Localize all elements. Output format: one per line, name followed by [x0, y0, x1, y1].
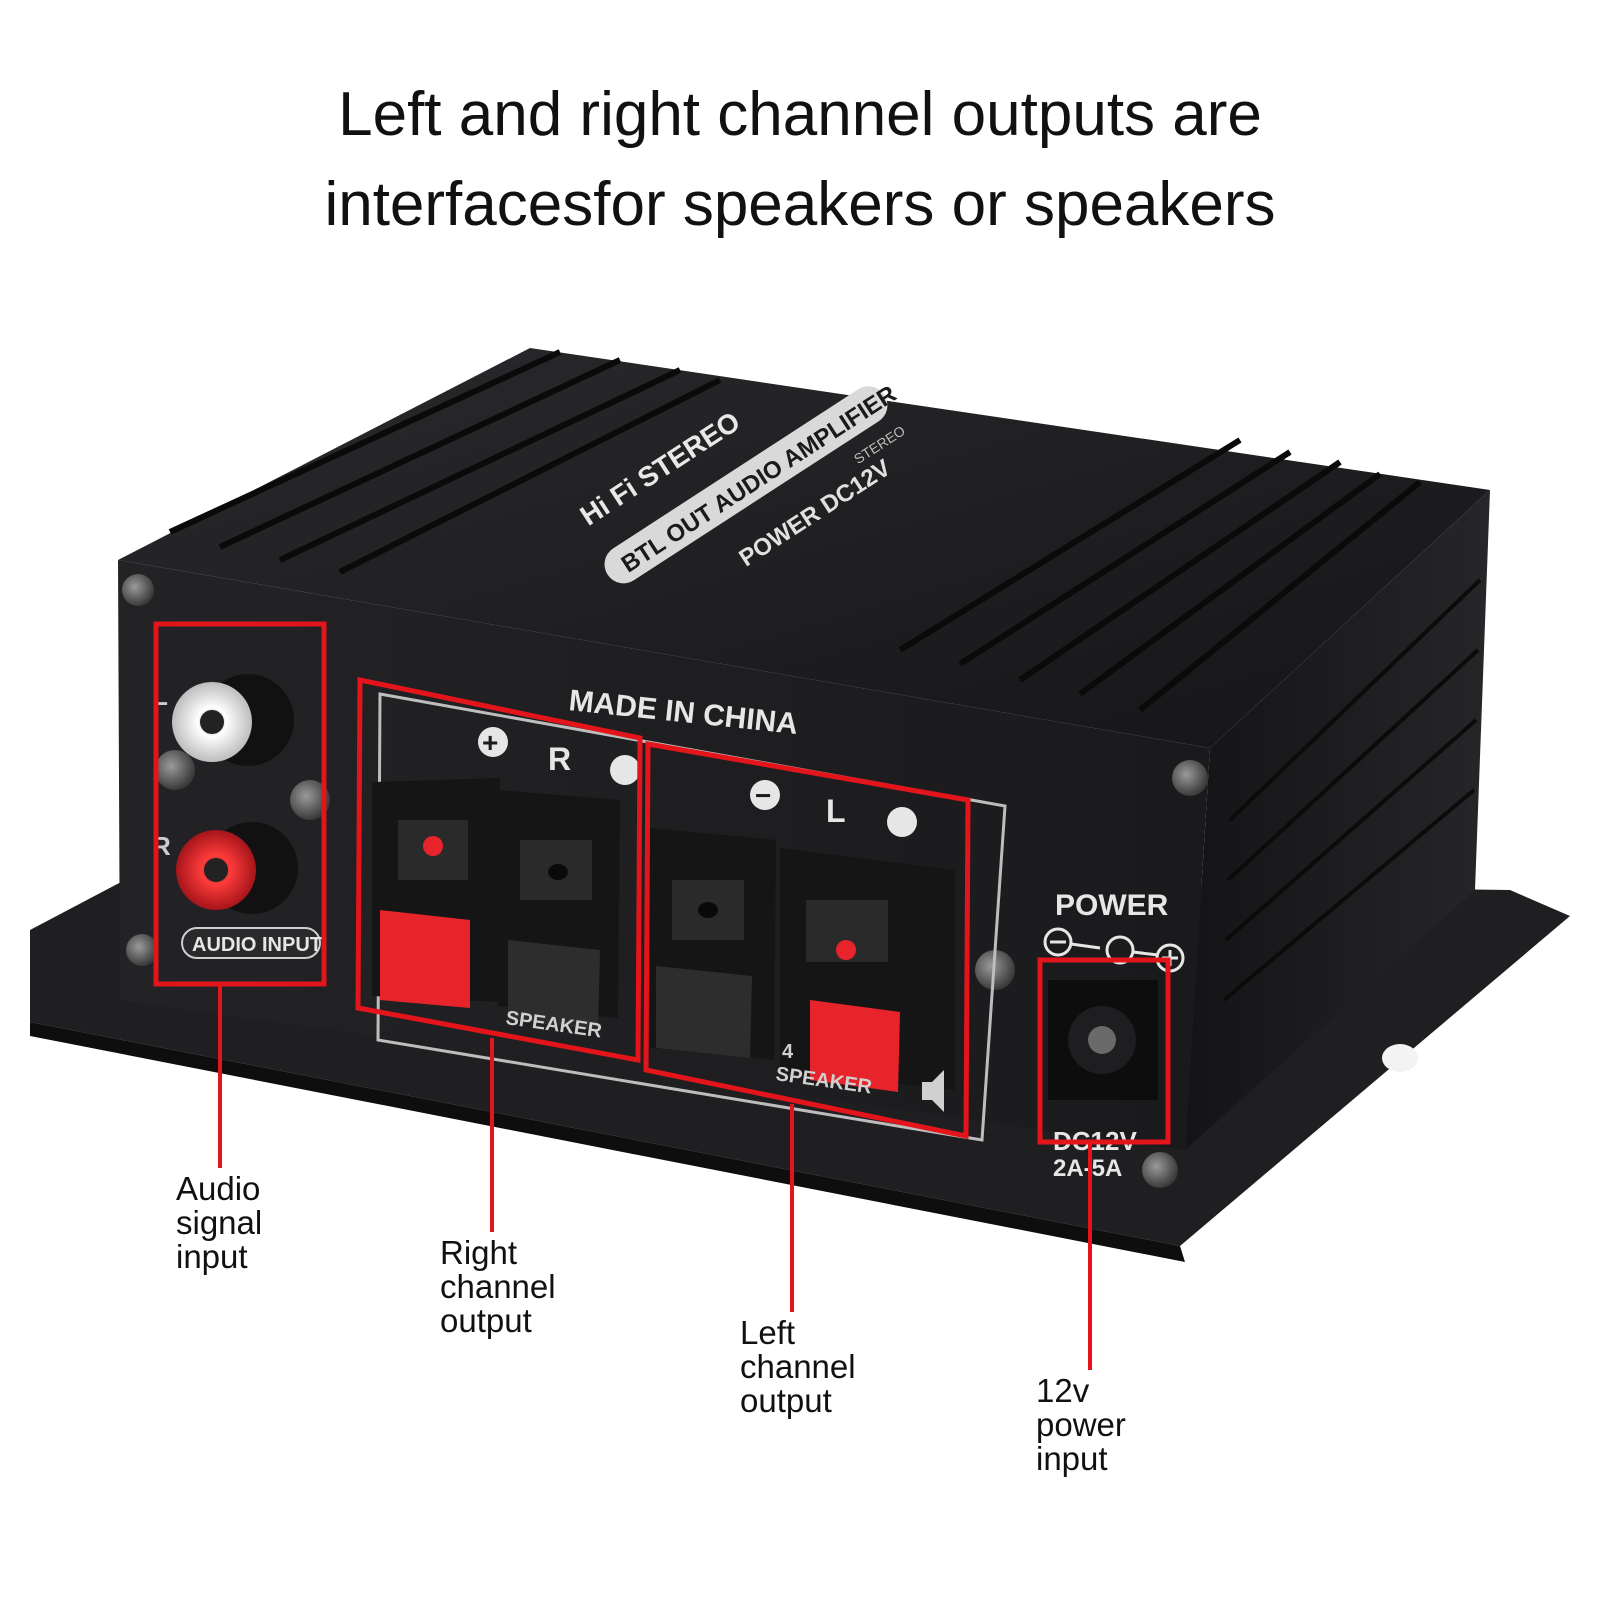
left-channel-letter: L [826, 793, 846, 829]
highlight-box-audio-input [153, 621, 327, 987]
rca-jack-white [172, 674, 294, 766]
callout-audio-input-line-3: input [176, 1238, 248, 1275]
screw-icon [122, 574, 1208, 1188]
callout-power-input: 12v power input [1036, 1374, 1126, 1476]
callout-left-output: Left channel output [740, 1316, 856, 1418]
callout-right-output-line-1: Right [440, 1234, 518, 1271]
ohm-label: 4 [782, 1041, 794, 1063]
callout-audio-input-line-1: Audio [176, 1170, 261, 1207]
callout-power-input-line-1: 12v [1036, 1372, 1090, 1409]
case-side [1185, 490, 1490, 1150]
callout-audio-input-line-2: signal [176, 1204, 263, 1241]
callout-left-output-line-2: channel [740, 1348, 856, 1385]
headline: Left and right channel outputs are inter… [0, 70, 1600, 250]
dc-jack [1048, 980, 1158, 1100]
bracket-edge [30, 1022, 1185, 1262]
callout-right-output-line-3: output [440, 1302, 532, 1339]
top-label-pill [604, 386, 888, 584]
side-fins [1222, 578, 1482, 1002]
callout-right-output-line-2: channel [440, 1268, 556, 1305]
highlight-box-left-output [643, 741, 971, 1140]
right-plus-marker [478, 727, 508, 757]
heat-fins [168, 349, 1422, 713]
highlight-box-power-input [1037, 957, 1171, 1145]
speaker-terminal-left-minus [650, 828, 776, 1060]
speaker-terminal-left-plus [780, 848, 955, 1092]
dc-amp-label: 2A-5A [1053, 1155, 1122, 1182]
left-minus-sign: − [755, 780, 771, 811]
speaker-terminal-right-minus [498, 790, 620, 1030]
callout-left-output-line-3: output [740, 1382, 832, 1419]
callout-power-input-line-3: input [1036, 1440, 1108, 1477]
callout-right-output: Right channel output [440, 1236, 556, 1338]
highlight-box-right-output [355, 676, 643, 1064]
callout-audio-input: Audio signal input [176, 1172, 262, 1274]
bracket-hole [1382, 1044, 1418, 1072]
headline-line-2: interfacesfor speakers or speakers [324, 170, 1276, 239]
callout-left-output-line-1: Left [740, 1314, 796, 1351]
right-plus-sign: + [482, 727, 498, 758]
speaker-icon [922, 1070, 944, 1112]
power-label: POWER [1055, 889, 1169, 922]
callout-power-input-line-2: power [1036, 1406, 1126, 1443]
rca-jack-red [176, 822, 298, 914]
left-minus-marker [750, 780, 780, 810]
right-minus-marker [610, 755, 640, 785]
headline-line-1: Left and right channel outputs are [338, 80, 1262, 149]
right-channel-letter: R [548, 741, 571, 777]
left-plus-marker [887, 807, 917, 837]
speaker-terminal-right-plus [372, 778, 500, 1008]
audio-input-label: AUDIO INPUT [192, 934, 322, 956]
audio-input-badge [181, 927, 321, 959]
